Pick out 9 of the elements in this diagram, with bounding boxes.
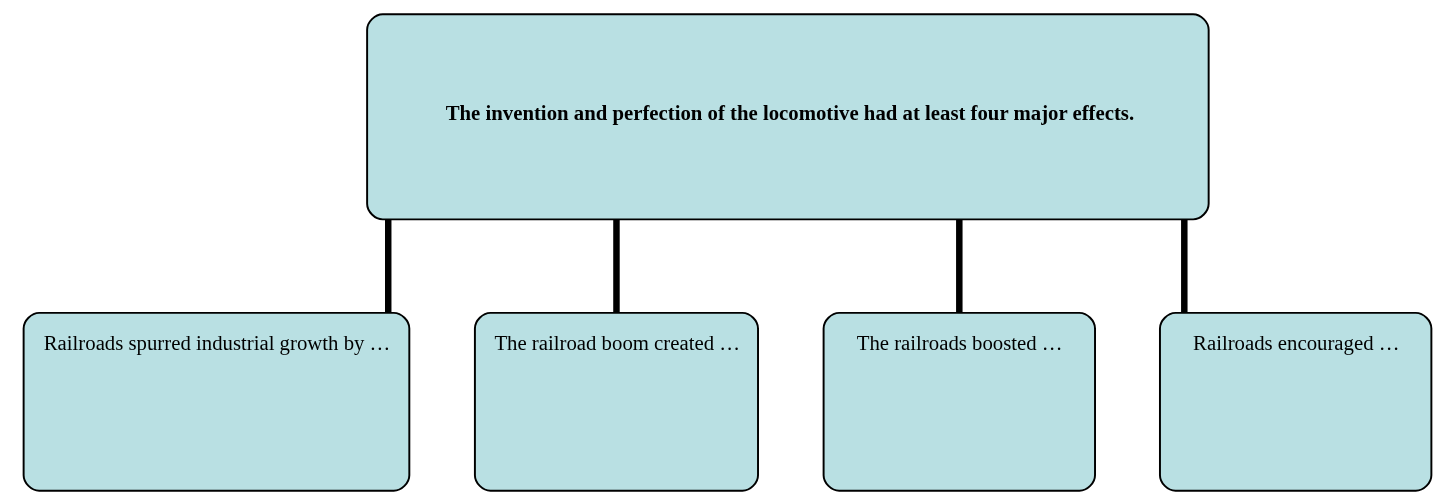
node-box: The invention and perfection of the locomotive had at least four major effects.	[366, 12, 1210, 220]
connector	[384, 219, 392, 313]
connector	[956, 219, 963, 313]
connector	[1181, 219, 1188, 313]
node-box: The railroad boom created …	[473, 311, 759, 492]
connector	[613, 219, 620, 313]
node-box: The railroads boosted …	[822, 311, 1096, 492]
node-box: Railroads spurred industrial growth by …	[22, 311, 411, 492]
node-box: Railroads encouraged …	[1159, 311, 1433, 492]
